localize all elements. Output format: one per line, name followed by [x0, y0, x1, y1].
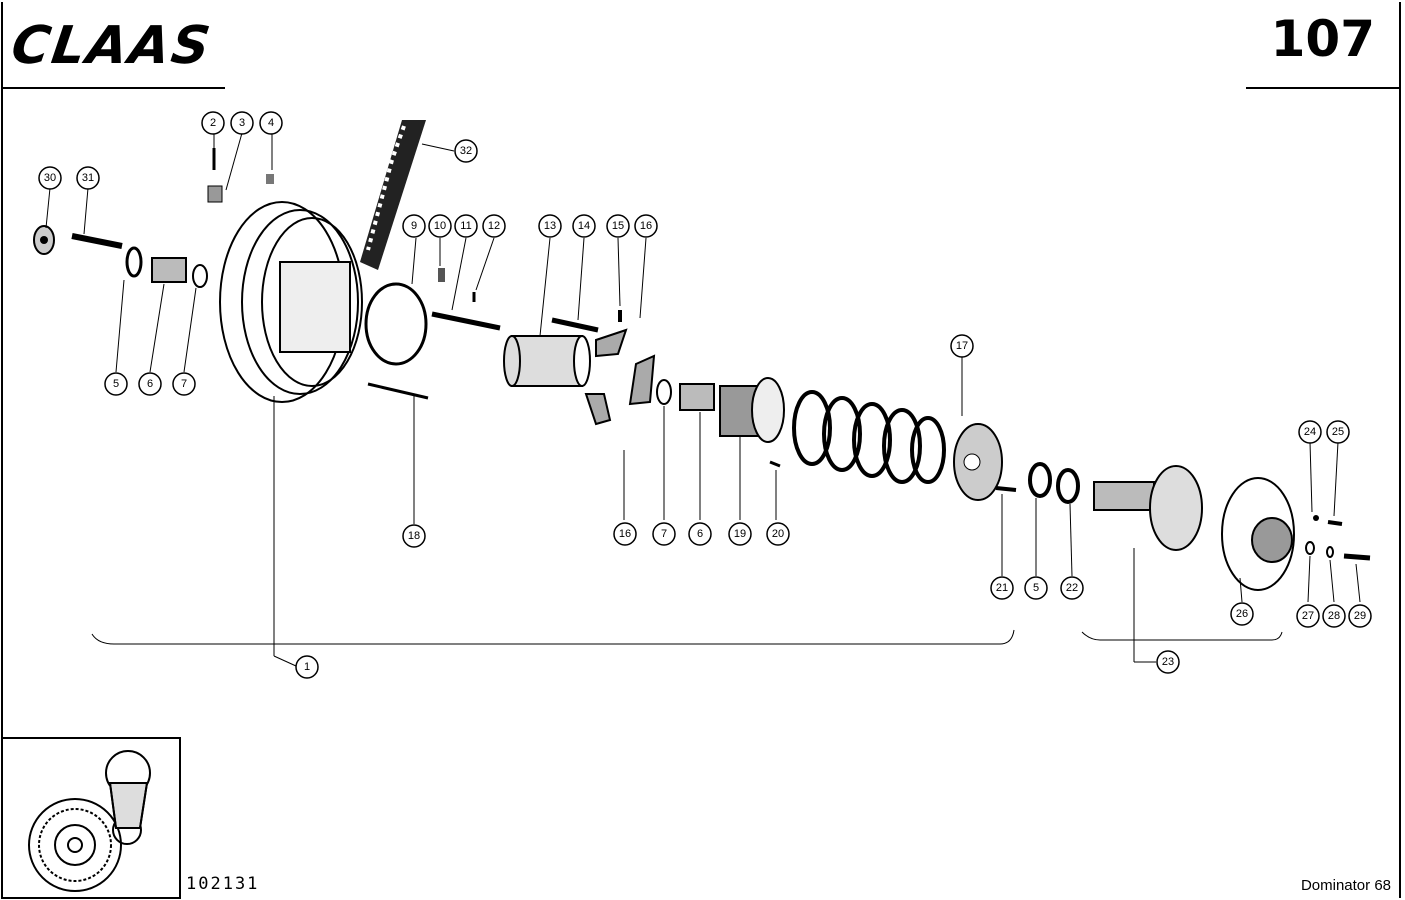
callout-7-left: 7: [181, 378, 187, 390]
callout-15: 15: [612, 220, 624, 232]
ring-22: [1056, 468, 1080, 504]
callout-circles: [38, 111, 1372, 679]
key-14: [551, 317, 599, 333]
callout-19: 19: [734, 528, 746, 540]
model-name: Dominator 68: [1300, 877, 1391, 894]
callout-26: 26: [1236, 608, 1248, 620]
callout-16-top: 16: [640, 220, 652, 232]
screw-21: [995, 486, 1017, 492]
segment-16-lower: [584, 393, 612, 426]
v-belt: [360, 120, 426, 270]
washer-24: [1313, 515, 1319, 521]
callout-32: 32: [460, 145, 472, 157]
callout-7-mid: 7: [661, 528, 667, 540]
callout-12: 12: [488, 220, 500, 232]
callout-1: 1: [304, 661, 310, 673]
pin-31: [71, 233, 123, 249]
callout-14: 14: [578, 220, 590, 232]
callout-27: 27: [1302, 610, 1314, 622]
callout-24: 24: [1304, 426, 1316, 438]
key-11: [431, 311, 501, 331]
ring-7-left: [192, 264, 208, 288]
washer-27: [1305, 541, 1315, 555]
callout-21: 21: [996, 582, 1008, 594]
callout-18: 18: [408, 530, 420, 542]
ring-5-right: [1028, 462, 1052, 498]
callout-2: 2: [210, 117, 216, 129]
callout-17: 17: [956, 340, 968, 352]
collar-19: [719, 377, 785, 443]
segment-16-upper: [595, 328, 628, 358]
callout-29: 29: [1354, 610, 1366, 622]
ring-7-mid: [656, 379, 672, 405]
callout-6-left: 6: [147, 378, 153, 390]
callout-23: 23: [1162, 656, 1174, 668]
callout-5-left: 5: [113, 378, 119, 390]
leader-lines: [45, 132, 1361, 667]
clip-3: [207, 185, 223, 203]
spring: [792, 390, 946, 484]
callout-11: 11: [460, 220, 471, 232]
bushing-6-left: [151, 257, 187, 283]
sleeve-13: [503, 335, 591, 387]
spring-pin-18: [367, 382, 429, 400]
callout-3: 3: [239, 117, 245, 129]
callout-20: 20: [772, 528, 784, 540]
page-number: 107: [1270, 10, 1375, 68]
callout-9: 9: [411, 220, 417, 232]
nipple-4: [266, 174, 274, 184]
callout-13: 13: [544, 220, 556, 232]
callout-4: 4: [268, 117, 274, 129]
callout-30: 30: [44, 172, 56, 184]
o-ring-9: [364, 282, 428, 366]
callout-31: 31: [82, 172, 94, 184]
callout-10: 10: [434, 220, 446, 232]
washer-28: [1326, 546, 1334, 558]
pulley: [219, 201, 363, 403]
machine-locator-icon: [28, 750, 151, 892]
callout-25: 25: [1332, 426, 1344, 438]
callout-numbers: 1 2 3 4 5 5 6 6 7 7 9 10 11 12 13 14 15 …: [44, 117, 1366, 673]
washer-30: [33, 225, 55, 255]
bolt-25: [1327, 520, 1343, 526]
bolt-29: [1343, 553, 1371, 561]
callout-5-right: 5: [1033, 582, 1039, 594]
callout-28: 28: [1328, 610, 1340, 622]
bolt-10: [438, 268, 445, 282]
bushing-6-mid: [679, 383, 715, 411]
callout-16-bottom: 16: [619, 528, 631, 540]
callout-6-mid: 6: [697, 528, 703, 540]
hub-23: [1093, 465, 1203, 551]
ring-5-left: [125, 246, 143, 278]
pin-20: [769, 460, 781, 468]
segment-16-mid: [628, 354, 656, 406]
cover-26: [1221, 477, 1295, 591]
drawing-number: 102131: [186, 874, 260, 894]
plate-17: [953, 423, 1003, 501]
callout-22: 22: [1066, 582, 1078, 594]
